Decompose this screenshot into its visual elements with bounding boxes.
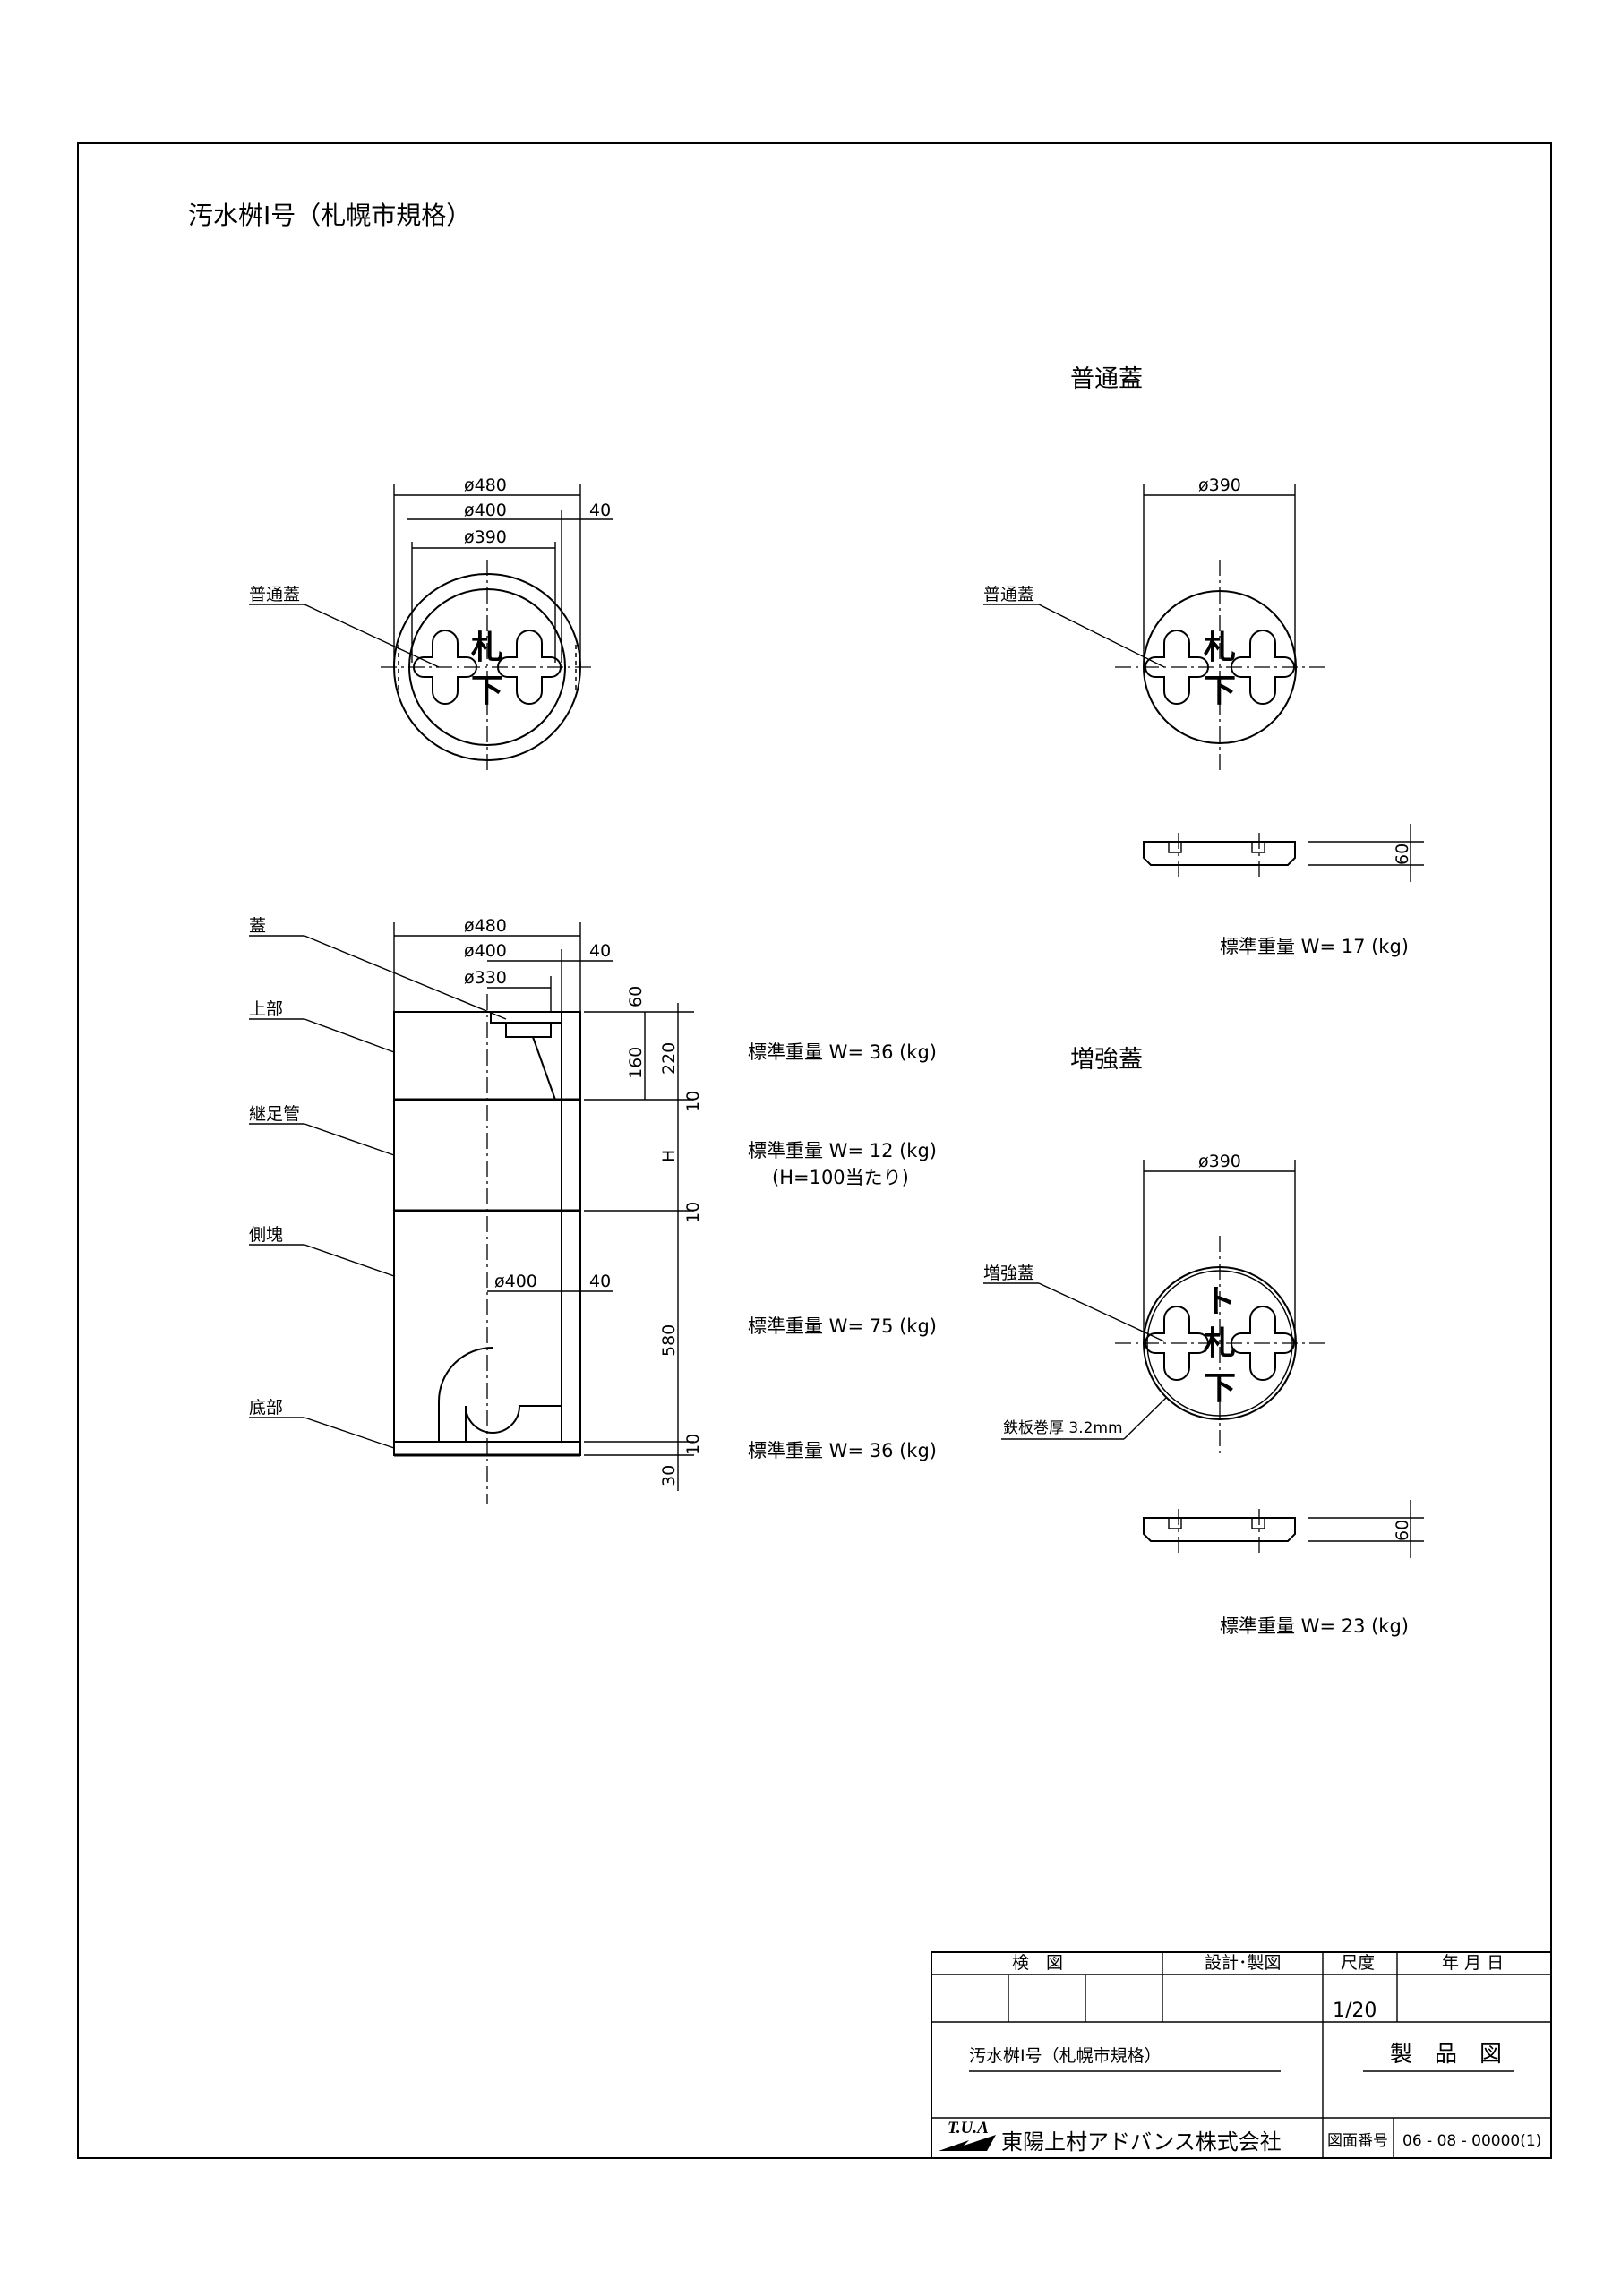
label-normal-cover: 普通蓋 [983,585,1034,604]
emboss-normal-satsu: 札 [1204,630,1236,666]
label-upper: 上部 [249,999,283,1019]
heading-reinforced-cover: 増強蓋 [1070,1046,1143,1074]
dim-top-400: ø400 [464,501,507,520]
top-view: ø480 ø400 ø390 40 札 下 普通蓋 [249,475,613,775]
label-cover: 蓋 [249,916,266,936]
dim-normal-60: 60 [1393,844,1412,865]
dim-top-40: 40 [589,501,611,520]
weight-side: 標準重量 W= 75 (kg) [748,1315,937,1337]
tb-name: 汚水桝Ⅰ号（札幌市規格） [969,2046,1162,2066]
vdim-220: 220 [659,1042,679,1075]
tb-type: 製 品 図 [1390,2041,1502,2067]
tb-date-label: 年 月 日 [1442,1953,1504,1973]
heading-normal-cover: 普通蓋 [1070,365,1143,393]
vdim-10b: 10 [683,1202,703,1223]
tb-design: 設計･製図 [1205,1953,1282,1973]
label-extension: 継足管 [249,1104,300,1124]
dim-normal-390: ø390 [1198,475,1241,495]
tb-drawing-no-label: 図面番号 [1327,2132,1388,2150]
dim-sec-40: 40 [589,941,611,961]
weight-upper: 標準重量 W= 36 (kg) [748,1041,937,1063]
emboss-reinforced-ge: 下 [1204,1370,1236,1407]
section-view: ø480 ø400 ø330 40 ø400 40 60 160 [249,916,937,1504]
reinforced-cover-view: 増強蓋 ø390 ト 札 下 増強蓋 鉄板巻厚 3.2mm 60 標準重量 W=… [983,1046,1424,1637]
vdim-h: H [659,1150,679,1162]
emboss-reinforced-satsu: 札 [1204,1325,1236,1362]
dim-top-480: ø480 [464,475,507,495]
tb-scale: 1/20 [1333,2000,1377,2022]
dim-inner-40: 40 [589,1272,611,1291]
title-block: 検 図 設計･製図 尺度 年 月 日 1/20 汚水桝Ⅰ号（札幌市規格） 製 品… [931,1951,1552,2159]
label-bottom: 底部 [249,1398,283,1418]
emboss-top-satsu: 札 [471,630,503,666]
label-reinforced-cover: 増強蓋 [983,1264,1034,1283]
dim-sec-480: ø480 [464,916,507,936]
frame-border [77,142,1552,2159]
tb-scale-label: 尺度 [1341,1953,1375,1973]
vdim-580: 580 [659,1324,679,1357]
dim-sec-330: ø330 [464,968,507,988]
dim-top-390: ø390 [464,527,507,547]
weight-reinforced-cover: 標準重量 W= 23 (kg) [1220,1615,1409,1637]
emboss-reinforced-to: ト [1204,1283,1236,1320]
vdim-30: 30 [659,1465,679,1486]
dim-inner-400: ø400 [494,1272,537,1291]
vdim-60: 60 [626,986,646,1007]
weight-normal-cover: 標準重量 W= 17 (kg) [1220,936,1409,957]
weight-extension: 標準重量 W= 12 (kg) [748,1140,937,1161]
tb-company: 東陽上村アドバンス株式会社 [1001,2129,1282,2155]
label-side: 側塊 [249,1225,283,1245]
tb-drawing-no: 06 - 08 - 00000(1) [1402,2132,1541,2150]
company-logo-mark [939,2135,996,2151]
weight-bottom: 標準重量 W= 36 (kg) [748,1440,937,1461]
vdim-10c: 10 [683,1434,703,1455]
dim-sec-400: ø400 [464,941,507,961]
note-steel-band: 鉄板巻厚 3.2mm [1003,1419,1123,1437]
tb-company-mark: T.U.A [948,2119,989,2138]
emboss-top-ge: 下 [471,673,503,709]
vdim-10a: 10 [683,1091,703,1112]
normal-cover-view: 普通蓋 ø390 札 下 普通蓋 60 標準重量 W= 17 (kg) [983,365,1424,957]
page-title: 汚水桝Ⅰ号（札幌市規格） [188,201,471,230]
dim-reinforced-60: 60 [1393,1520,1412,1541]
emboss-normal-ge: 下 [1204,673,1236,709]
dim-reinforced-390: ø390 [1198,1152,1241,1171]
weight-extension-note: (H=100当たり) [772,1167,909,1188]
vdim-160: 160 [626,1047,646,1079]
label-top-cover: 普通蓋 [249,585,300,604]
tb-check: 検 図 [1012,1953,1063,1973]
